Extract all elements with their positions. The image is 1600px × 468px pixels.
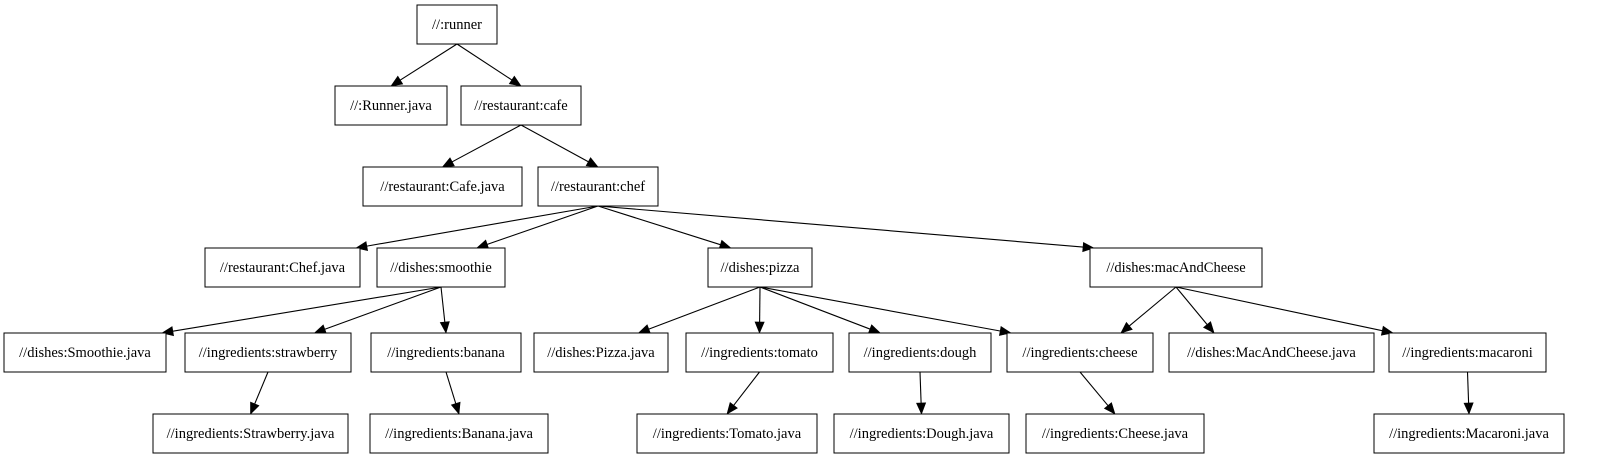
- graph-node-label: //restaurant:Cafe.java: [380, 179, 505, 195]
- graph-node-label: //ingredients:dough: [864, 345, 978, 361]
- graph-node[interactable]: //restaurant:Chef.java: [204, 247, 361, 288]
- graph-node[interactable]: //ingredients:macaroni: [1388, 332, 1547, 373]
- graph-node[interactable]: //restaurant:Cafe.java: [362, 166, 523, 207]
- graph-node[interactable]: //ingredients:strawberry: [184, 332, 352, 373]
- graph-node-label: //dishes:MacAndCheese.java: [1187, 345, 1356, 361]
- graph-node[interactable]: //ingredients:banana: [370, 332, 522, 373]
- graph-node-label: //dishes:smoothie: [390, 260, 492, 276]
- graph-edge: [445, 371, 461, 415]
- graph-edge: [1079, 371, 1116, 415]
- nodes-layer: //:runner //:Runner.java //restaurant:cafe…: [3, 4, 1565, 454]
- graph-edge: [1463, 371, 1474, 415]
- graph-node[interactable]: //ingredients:Macaroni.java: [1373, 413, 1565, 454]
- graph-node-label: //restaurant:Chef.java: [220, 260, 346, 276]
- graph-node-label: //restaurant:chef: [551, 179, 645, 195]
- graph-edge: [754, 286, 765, 334]
- graph-node-label: //dishes:Smoothie.java: [19, 345, 151, 361]
- graph-edge: [355, 205, 599, 252]
- graph-edge: [161, 286, 442, 337]
- graph-node[interactable]: //:Runner.java: [334, 85, 448, 126]
- graph-node[interactable]: //dishes:Smoothie.java: [3, 332, 167, 373]
- graph-node-label: //dishes:macAndCheese: [1106, 260, 1245, 276]
- graph-edge: [759, 286, 1012, 336]
- graph-node[interactable]: //ingredients:tomato: [685, 332, 834, 373]
- graph-edge: [597, 205, 1095, 253]
- graph-edge: [520, 124, 599, 168]
- graph-node-label: //:runner: [432, 17, 482, 33]
- graph-node-label: //ingredients:Strawberry.java: [167, 426, 335, 442]
- graph-edge: [441, 124, 522, 168]
- graph-edge: [597, 205, 732, 250]
- graph-node[interactable]: //restaurant:cafe: [460, 85, 582, 126]
- graph-node[interactable]: //ingredients:dough: [848, 332, 992, 373]
- graph-node-label: //ingredients:tomato: [701, 345, 818, 361]
- graph-edge: [1175, 286, 1215, 334]
- graph-edge: [726, 371, 760, 415]
- graph-node[interactable]: //ingredients:Cheese.java: [1025, 413, 1205, 454]
- graph-node-label: //ingredients:Cheese.java: [1042, 426, 1189, 442]
- graph-edge: [476, 205, 599, 250]
- graph-node-label: //ingredients:Tomato.java: [653, 426, 802, 442]
- graph-node[interactable]: //dishes:macAndCheese: [1089, 247, 1263, 288]
- graph-edge: [759, 286, 881, 334]
- graph-edge: [637, 286, 761, 334]
- graph-node-label: //ingredients:Banana.java: [385, 426, 533, 442]
- graph-node-label: //restaurant:cafe: [474, 98, 567, 114]
- graph-edge: [250, 371, 269, 415]
- graph-edge: [456, 43, 522, 87]
- graph-node[interactable]: //ingredients:Tomato.java: [636, 413, 818, 454]
- graph-node[interactable]: //dishes:MacAndCheese.java: [1168, 332, 1375, 373]
- graph-edge: [916, 371, 927, 415]
- graph-edge: [1120, 286, 1177, 334]
- graph-node[interactable]: //dishes:pizza: [707, 247, 813, 288]
- graph-node[interactable]: //ingredients:Strawberry.java: [152, 413, 349, 454]
- graph-node[interactable]: //:runner: [416, 4, 498, 45]
- graph-node-label: //ingredients:Macaroni.java: [1389, 426, 1549, 442]
- graph-node-label: //ingredients:cheese: [1022, 345, 1137, 361]
- graph-node[interactable]: //dishes:Pizza.java: [533, 332, 669, 373]
- graph-node-label: //ingredients:banana: [387, 345, 505, 361]
- graph-edge: [390, 43, 458, 87]
- graph-edge: [313, 286, 442, 334]
- graph-node[interactable]: //ingredients:Banana.java: [369, 413, 549, 454]
- graph-node[interactable]: //dishes:smoothie: [376, 247, 506, 288]
- graph-edge: [439, 286, 450, 334]
- graph-node-label: //:Runner.java: [350, 98, 432, 114]
- graph-node-label: //dishes:Pizza.java: [547, 345, 655, 361]
- graph-node-label: //ingredients:Dough.java: [850, 426, 994, 442]
- graph-node[interactable]: //restaurant:chef: [537, 166, 659, 207]
- graph-node-label: //ingredients:macaroni: [1402, 345, 1532, 361]
- graph-node[interactable]: //ingredients:Dough.java: [833, 413, 1010, 454]
- graph-node[interactable]: //ingredients:cheese: [1006, 332, 1154, 373]
- graph-node-label: //ingredients:strawberry: [199, 345, 338, 361]
- graph-node-label: //dishes:pizza: [721, 260, 800, 276]
